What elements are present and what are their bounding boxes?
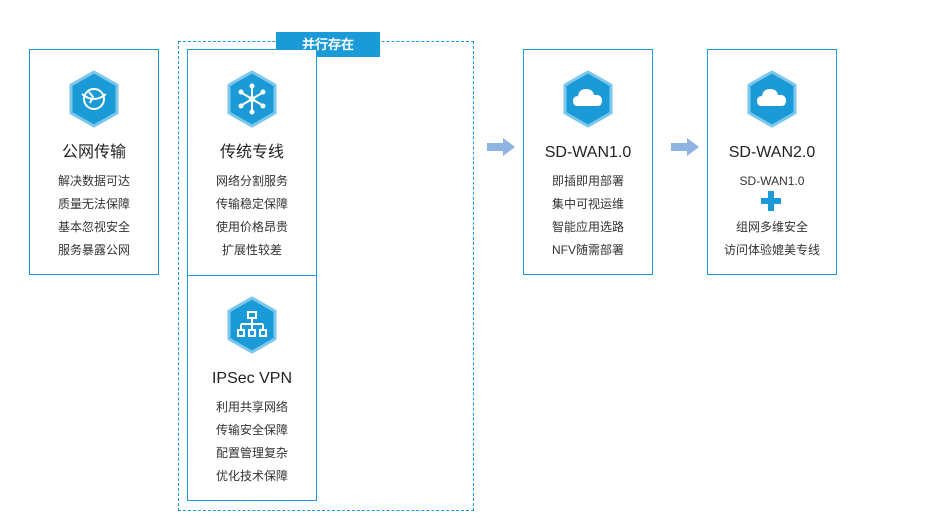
card-line: 传输安全保障: [215, 423, 288, 437]
card-line: 解决数据可达: [57, 174, 130, 188]
card-line: 优化技术保障: [215, 469, 288, 483]
card-sdwan1: SD-WAN1.0 即插即用部署 集中可视运维 智能应用选路 NFV随需部署: [523, 49, 653, 275]
card-line: NFV随需部署: [551, 243, 624, 257]
card-line: 智能应用选路: [551, 220, 624, 234]
card-title: 传统专线: [219, 144, 284, 161]
card-line: 利用共享网络: [215, 400, 288, 414]
globe-icon: [69, 70, 119, 128]
card-line: SD-WAN1.0: [739, 174, 805, 188]
card-line: 网络分割服务: [215, 174, 288, 188]
card-public-transmission: 公网传输 解决数据可达 质量无法保障 基本忽视安全 服务暴露公网: [29, 49, 159, 275]
card-title: 公网传输: [61, 144, 126, 161]
card-line: 使用价格昂贵: [215, 220, 288, 234]
card-line: 集中可视运维: [551, 197, 624, 211]
card-line: 即插即用部署: [551, 174, 624, 188]
card-line: 服务暴露公网: [57, 243, 130, 257]
card-line: 组网多维安全: [735, 220, 808, 234]
card-line: 配置管理复杂: [215, 446, 288, 460]
card-line: 扩展性较差: [221, 243, 282, 257]
arrow-right-icon: [671, 138, 699, 156]
card-title: SD-WAN2.0: [728, 144, 816, 161]
plus-icon: [761, 191, 781, 211]
org-chart-icon: [227, 296, 277, 354]
card-sdwan2: SD-WAN2.0 SD-WAN1.0 组网多维安全 访问体验媲美专线: [707, 49, 837, 275]
card-title: IPSec VPN: [211, 370, 293, 387]
arrow-right-icon: [487, 138, 515, 156]
cloud-icon: [747, 70, 797, 128]
card-line: 访问体验媲美专线: [723, 243, 820, 257]
network-hub-icon: [227, 70, 277, 128]
card-ipsec-vpn: IPSec VPN 利用共享网络 传输安全保障 配置管理复杂 优化技术保障: [187, 275, 317, 501]
card-leased-line: 传统专线 网络分割服务 传输稳定保障 使用价格昂贵 扩展性较差: [187, 49, 317, 276]
card-title: SD-WAN1.0: [544, 144, 632, 161]
card-line: 基本忽视安全: [57, 220, 130, 234]
card-line: 质量无法保障: [57, 197, 130, 211]
card-line: 传输稳定保障: [215, 197, 288, 211]
cloud-icon: [563, 70, 613, 128]
